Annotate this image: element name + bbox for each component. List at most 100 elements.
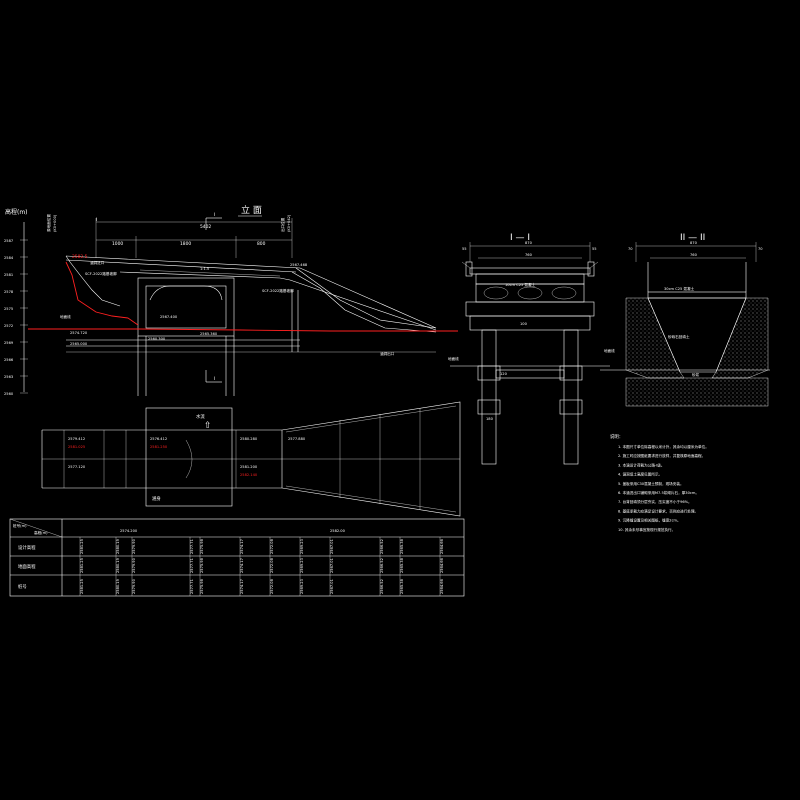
section-1-dim-3: 55	[462, 247, 467, 251]
svg-text:(K0+042): (K0+042)	[287, 214, 291, 232]
table-top-2: 2582.00	[330, 529, 346, 533]
table-cell: 2577.71	[190, 558, 194, 573]
outlet-label: 涵洞出口	[380, 351, 395, 356]
table-cell: 2566.52	[380, 558, 384, 573]
axis-tick-label: 2578	[4, 290, 14, 294]
table-frame	[9, 518, 465, 597]
table-cell: 2565.38	[400, 538, 404, 554]
section-2-dim-2: 760	[690, 253, 698, 257]
section-1-pile-right	[563, 329, 579, 465]
section-1-dim-1: 870	[525, 241, 533, 245]
note-item: 5. 盖板采用C30混凝土预制，现场安装。	[618, 481, 684, 486]
elevation-table: 桩号(m) 高程(m) 设计高程 地面高程 桩号 2581.252581.252…	[9, 518, 465, 597]
axis-tick-label: 2560	[4, 392, 14, 396]
inlet-position-label: 原地面位置	[46, 214, 51, 232]
plan-label-r1: 2580.280	[240, 437, 258, 441]
table-cell: 2575.98	[200, 557, 204, 573]
plan-outlet-wings	[281, 401, 461, 517]
table-top-1: 2574.200	[120, 529, 138, 533]
table-cell: 2580.19	[116, 578, 120, 594]
table-cell: 2580.19	[116, 557, 120, 573]
section-1-pile-left	[481, 329, 497, 465]
plan-label-l3: 2576.412	[150, 437, 167, 441]
table-cell: 2577.71	[190, 539, 194, 554]
plan-label-r3: 2577.880	[288, 437, 306, 441]
table-cell: 2569.23	[300, 579, 304, 594]
table-corner-1: 桩号(m)	[13, 523, 27, 528]
section-mark-left: I	[96, 217, 97, 223]
plan-red-1: 2581.025	[68, 445, 85, 449]
section-1-height-2: 120	[500, 372, 508, 376]
section-2-base	[625, 377, 769, 407]
note-item: 2. 施工时应按图纸要求进行放样，并复核原地面高程。	[618, 453, 705, 458]
table-cell: 2574.17	[240, 539, 244, 554]
flow-label: 水流	[196, 413, 205, 420]
table-cell: 2581.25	[80, 539, 84, 554]
table-row-header-1: 设计高程	[18, 544, 36, 551]
section-2-fill-label: 砂砾石回填土	[668, 334, 690, 339]
elevation-view: 立 面 高程(m) 258725842581257825752572256925…	[4, 204, 458, 396]
table-row-header-3: 桩号	[18, 583, 27, 590]
culvert-box	[137, 277, 235, 337]
table-cell: 2579.90	[132, 538, 136, 554]
section-1-cap	[469, 315, 591, 331]
section-cut-top: I	[214, 212, 215, 218]
table-cell: 2577.71	[190, 579, 194, 594]
plan-label-l1: 2579.412	[68, 437, 85, 441]
table-cell: 2575.98	[200, 578, 204, 594]
axis-tick-label: 2563	[4, 375, 13, 379]
table-cell: 2567.01	[330, 539, 334, 554]
axis-tick-label: 2569	[4, 341, 14, 345]
note-item: 7. 台背回填须分层夯实，压实度不小于96%。	[618, 499, 692, 504]
dim-part-1: 1000	[112, 241, 123, 247]
embankment-surface	[65, 255, 437, 329]
section-1-dim-4: 55	[592, 247, 597, 251]
notes-heading: 说明：	[610, 433, 623, 440]
section-2-dim-3: 70	[628, 247, 633, 251]
red-elevation-label: 2582.5	[72, 254, 88, 260]
table-cell: 2565.38	[400, 557, 404, 573]
section-2-ground-label: 地面线	[604, 348, 615, 353]
axis-tick-label: 2587	[4, 239, 13, 243]
section-2-title: II — II	[680, 233, 705, 243]
table-cell: 2564.66	[440, 538, 444, 554]
axis-tick-label: 2572	[4, 324, 13, 328]
north-arrow-icon: ⇧	[204, 421, 212, 431]
table-cell: 2567.01	[330, 558, 334, 573]
slope-label-2: SCF-2022路基坡脚	[85, 271, 117, 276]
section-1-height-3: 180	[486, 417, 494, 421]
table-cell: 2564.66	[440, 578, 444, 594]
section-2-bottom-label: 砂浆	[692, 372, 700, 377]
table-cell: 2566.52	[380, 579, 384, 594]
section-1-height-1: 100	[520, 322, 528, 326]
table-cell: 2575.98	[200, 538, 204, 554]
elev-value-4: 2560.300	[148, 337, 166, 341]
table-cell: 2579.90	[132, 578, 136, 594]
note-item: 6. 本涵进出口铺砌采用M7.5浆砌片石，厚30cm。	[618, 490, 699, 495]
section-1-dim-2: 760	[525, 253, 533, 257]
table-cell: 2565.38	[400, 578, 404, 594]
section-1-ground-label: 地面线	[448, 356, 459, 361]
elevation-title: 立 面	[241, 204, 262, 216]
axis-tick-label: 2584	[4, 256, 14, 260]
axis-tick-label: 2575	[4, 307, 13, 311]
axis-tick-label: 2581	[4, 273, 13, 277]
table-cell: 2579.90	[132, 557, 136, 573]
dim-total: 5402	[200, 224, 211, 230]
table-cell: 2574.17	[240, 558, 244, 573]
section-cut-bottom: I	[214, 376, 215, 382]
note-item: 3. 本涵设计荷载为公路-Ⅰ级。	[618, 462, 664, 467]
table-cell: 2564.66	[440, 557, 444, 573]
plan-red-2: 2581.250	[150, 445, 168, 449]
plan-red-3: 2582.140	[240, 473, 258, 477]
table-columns: 2581.252581.252581.252580.192580.192580.…	[79, 537, 444, 596]
ground-label: 地面线	[60, 314, 71, 319]
table-cell: 2580.19	[116, 538, 120, 554]
section-1-title: I — I	[510, 233, 530, 243]
section-2-view: II — II 870 760 70 70 30cm C25 混凝土 砂砾石回填…	[600, 233, 770, 407]
note-item: 9. 沉降缝设置见相关图纸，缝宽2cm。	[618, 518, 681, 523]
plan-culvert-body	[145, 407, 233, 507]
table-cell: 2572.08	[270, 578, 274, 594]
